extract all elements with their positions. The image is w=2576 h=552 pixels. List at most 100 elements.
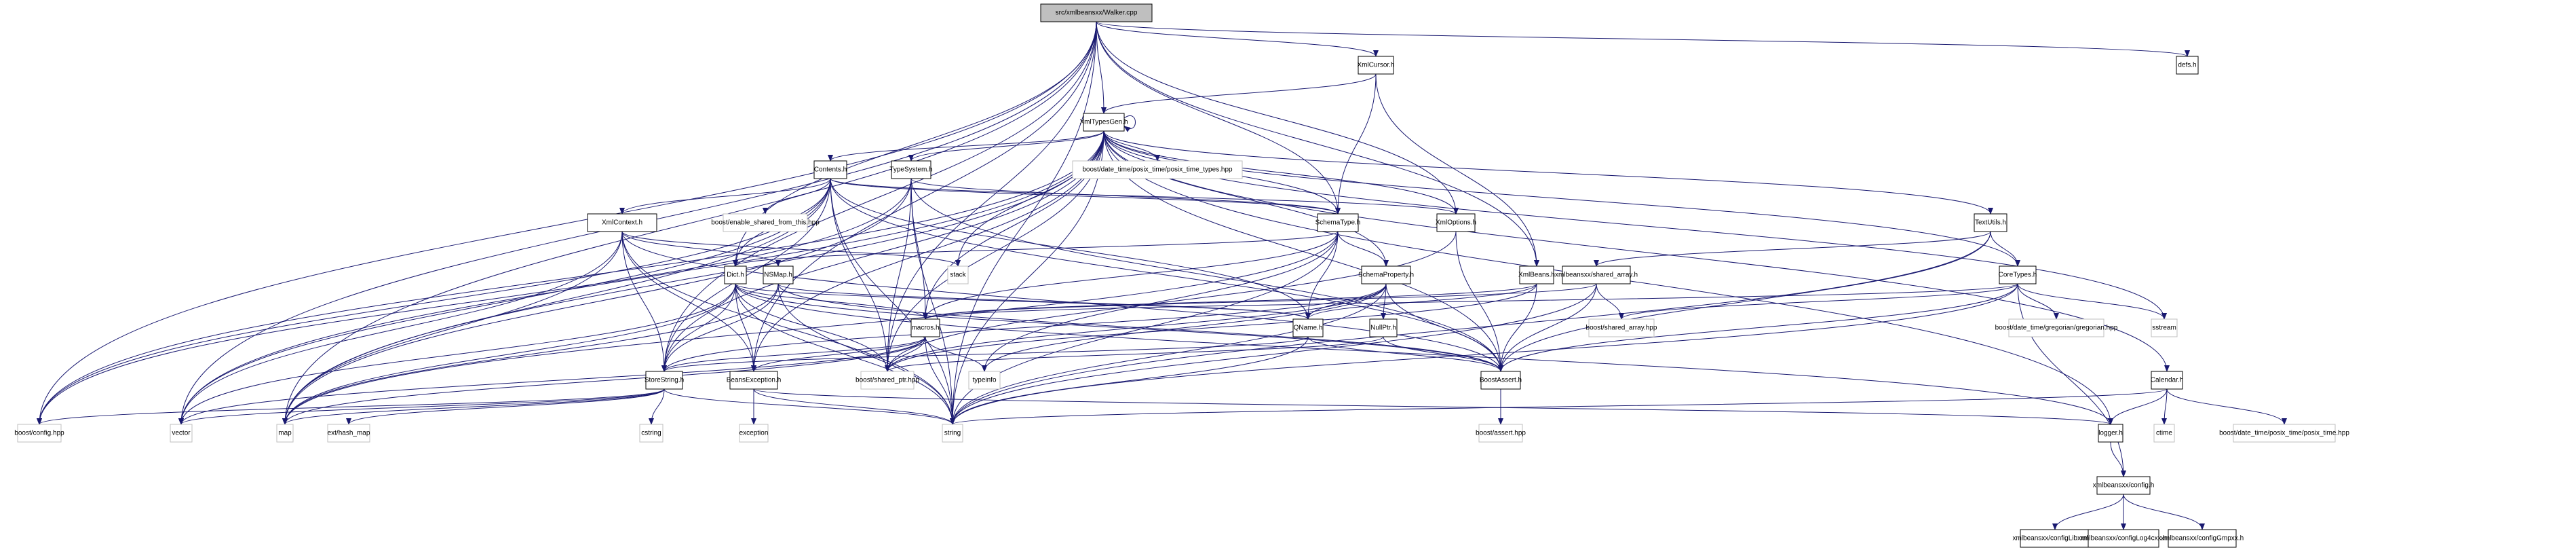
node-box <box>813 160 847 179</box>
edge-nsmap-to-qname <box>777 283 1311 320</box>
node-posixtimetypes[interactable]: boost/date_time/posix_time/posix_time_ty… <box>1072 160 1243 179</box>
node-logger[interactable]: logger.h <box>2098 424 2123 443</box>
node-xmltypesgen[interactable]: XmlTypesGen.h <box>1079 113 1128 132</box>
node-beansexception[interactable]: BeansException.h <box>727 371 782 390</box>
node-label: stack <box>950 272 966 279</box>
edge-macros-to-string <box>925 336 955 425</box>
edge-nsmap-to-storestring <box>661 283 779 372</box>
edge-schemaproperty-to-qname <box>1305 283 1387 320</box>
node-xmlcursor[interactable]: XmlCursor.h <box>1357 56 1395 75</box>
node-config[interactable]: xmlbeansxx/config.h <box>2093 476 2155 495</box>
node-label: XmlBeans.h <box>1518 272 1555 279</box>
node-string[interactable]: string <box>942 424 963 443</box>
edge-xmltypesgen-to-schemaproperty <box>1103 130 1389 267</box>
node-nullptr[interactable]: NullPtr.h <box>1369 318 1398 337</box>
node-configlibxml2[interactable]: xmlbeansxx/configLibxml2.h <box>2012 529 2098 548</box>
node-stack[interactable]: stack <box>947 265 969 284</box>
node-macros[interactable]: macros.h <box>910 318 940 337</box>
node-enableshared[interactable]: boost/enable_shared_from_this.hpp <box>711 213 820 232</box>
node-typeinfo[interactable]: typeinfo <box>968 371 1001 390</box>
edge-qname-to-boostasserth <box>1307 336 1503 372</box>
node-vector[interactable]: vector <box>170 424 193 443</box>
node-xmlcontext[interactable]: XmlContext.h <box>587 213 657 232</box>
edge-typesystem-to-map <box>282 178 912 425</box>
node-gregorian[interactable]: boost/date_time/gregorian/gregorian.hpp <box>1995 318 2118 337</box>
node-schematype[interactable]: SchemaType.h <box>1315 213 1361 232</box>
node-box <box>17 424 62 443</box>
node-walker[interactable]: src/xmlbeansxx/Walker.cpp <box>1040 3 1153 22</box>
node-typesystem[interactable]: TypeSystem.h <box>889 160 933 179</box>
node-box <box>1317 213 1359 232</box>
edge-storestring-to-string <box>664 388 955 425</box>
node-label: xmlbeansxx/shared_array.h <box>1555 272 1638 279</box>
node-label: xmlbeansxx/configGmpxx.h <box>2161 535 2244 542</box>
node-box <box>587 213 657 232</box>
edge-walker-to-schematype <box>1096 21 1341 215</box>
node-box <box>942 424 963 443</box>
node-defs[interactable]: defs.h <box>2176 56 2199 75</box>
node-box <box>968 371 1001 390</box>
node-xmloptions[interactable]: XmlOptions.h <box>1436 213 1476 232</box>
node-label: xmlbeansxx/configLibxml2.h <box>2012 535 2097 542</box>
node-contents[interactable]: Contents.h <box>813 160 847 179</box>
node-label: Calendar.h <box>2151 377 2183 384</box>
node-configlog4cxx[interactable]: xmlbeansxx/configLog4cxx.h <box>2080 529 2167 548</box>
node-boostconfig[interactable]: boost/config.hpp <box>14 424 64 443</box>
node-sstream[interactable]: sstream <box>2151 318 2178 337</box>
edge-coretypes-to-gregorian <box>2017 283 2059 320</box>
node-hashmap[interactable]: ext/hash_map <box>327 424 370 443</box>
node-dict[interactable]: Dict.h <box>724 265 747 284</box>
node-box <box>1292 318 1324 337</box>
node-coretypes[interactable]: CoreTypes.h <box>1999 265 2037 284</box>
node-label: BoostAssert.h <box>1480 377 1522 384</box>
edge-walker-to-boostconfig <box>37 21 1097 425</box>
node-label: boost/date_time/posix_time/posix_time_ty… <box>1082 166 1233 174</box>
node-exception[interactable]: exception <box>739 424 769 443</box>
node-label: boost/config.hpp <box>14 430 64 437</box>
edge-xmltypesgen-to-typesystem <box>908 130 1104 162</box>
edge-xmlbeans-to-sharedptr <box>885 283 1537 372</box>
node-posixtime[interactable]: boost/date_time/posix_time/posix_time.hp… <box>2219 424 2349 443</box>
edge-storestring-to-map <box>282 388 665 425</box>
edge-dict-to-beansexception <box>735 283 756 372</box>
node-storestring[interactable]: StoreString.h <box>645 371 684 390</box>
edge-xmlcontext-to-stack <box>621 231 961 267</box>
node-xmlbeans[interactable]: XmlBeans.h <box>1518 265 1555 284</box>
node-qname[interactable]: QName.h <box>1292 318 1324 337</box>
edge-macros-to-beansexception <box>751 336 926 372</box>
edge-config-to-configlibxml2 <box>2052 494 2124 530</box>
node-map[interactable]: map <box>276 424 294 443</box>
node-cstring[interactable]: cstring <box>639 424 664 443</box>
edge-coretypes-to-string <box>950 283 2018 425</box>
node-label: boost/assert.hpp <box>1476 430 1526 437</box>
node-box <box>1358 56 1394 75</box>
node-nsmap[interactable]: NSMap.h <box>763 265 794 284</box>
node-box <box>1588 318 1655 337</box>
node-box <box>2096 476 2151 495</box>
node-label: vector <box>172 430 191 437</box>
node-calendar[interactable]: Calendar.h <box>2151 371 2183 390</box>
node-sharedarrayh[interactable]: xmlbeansxx/shared_array.h <box>1555 265 1638 284</box>
node-textutils[interactable]: TextUtils.h <box>1974 213 2007 232</box>
node-ctime[interactable]: ctime <box>2153 424 2175 443</box>
edge-walker-to-xmlbeans <box>1096 21 1539 267</box>
node-box <box>2151 371 2183 390</box>
node-label: ext/hash_map <box>328 430 370 437</box>
edge-xmltypesgen-to-map <box>282 130 1104 425</box>
node-box <box>1361 265 1411 284</box>
node-label: map <box>278 430 292 437</box>
edge-dict-to-map <box>282 283 736 425</box>
node-sharedptr[interactable]: boost/shared_ptr.hpp <box>856 371 919 390</box>
node-sharedarrayhpp[interactable]: boost/shared_array.hpp <box>1586 318 1657 337</box>
node-box <box>1369 318 1398 337</box>
node-box <box>2008 318 2104 337</box>
node-boostasserth[interactable]: BoostAssert.h <box>1480 371 1522 390</box>
node-box <box>170 424 193 443</box>
edge-contents-to-xmlcontext <box>619 178 831 215</box>
node-schemaproperty[interactable]: SchemaProperty.h <box>1358 265 1414 284</box>
node-configgmpxx[interactable]: xmlbeansxx/configGmpxx.h <box>2161 529 2244 548</box>
node-boostassert[interactable]: boost/assert.hpp <box>1476 424 1526 443</box>
node-box <box>327 424 370 443</box>
edge-schemaproperty-to-boostasserth <box>1385 283 1503 372</box>
